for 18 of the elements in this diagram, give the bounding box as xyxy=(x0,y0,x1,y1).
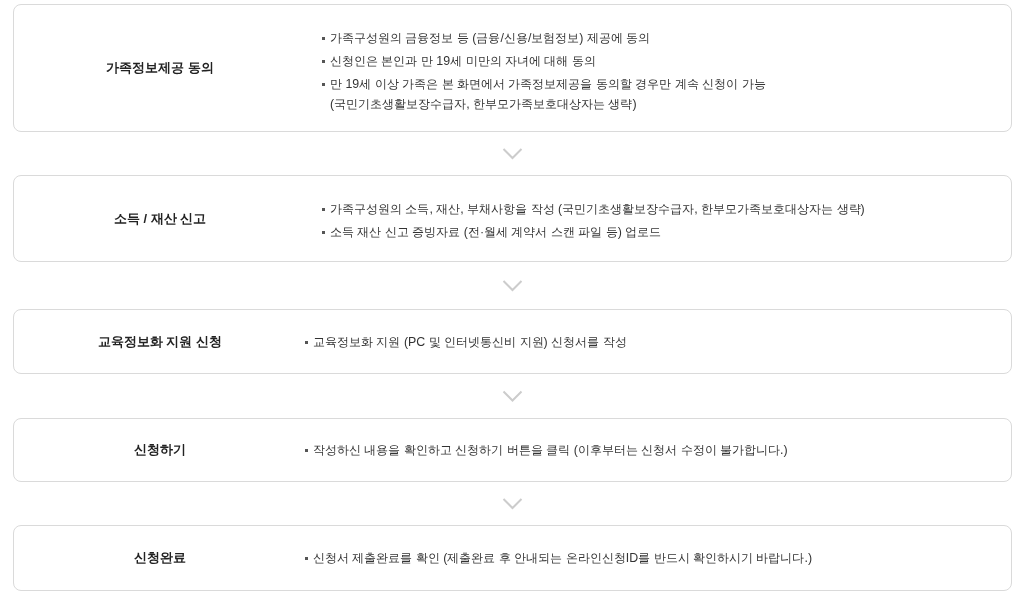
step-heading: 신청하기 xyxy=(134,441,186,459)
description-text: 가족구성원의 소득, 재산, 부채사항을 작성 (국민기초생활보장수급자, 한부모가족보호대상자는 생략) xyxy=(330,201,866,218)
description-text: 신청서 제출완료를 확인 (제출완료 후 안내되는 온라인신청ID를 반드시 확인하시기 바랍니다.) xyxy=(313,550,814,567)
description-text: 소득 재산 신고 증빙자료 (전·월세 계약서 스캔 파일 등) 업로드 xyxy=(330,224,663,241)
description-text: 신청인은 본인과 만 19세 미만의 자녀에 대해 동의 xyxy=(330,53,597,70)
description-text: 작성하신 내용을 확인하고 신청하기 버튼을 클릭 (이후부터는 신청서 수정이 불가합니다.) xyxy=(313,442,789,459)
step-box xyxy=(13,4,1012,132)
step-heading: 교육정보화 지원 신청 xyxy=(97,332,223,351)
description-text: 교육정보화 지원 (PC 및 인터넷통신비 지원) 신청서를 작성 xyxy=(313,333,628,351)
description-text: 가족구성원의 금융정보 등 (금융/신용/보험정보) 제공에 동의 xyxy=(330,30,652,47)
step-box xyxy=(13,525,1012,591)
step-box xyxy=(13,175,1012,262)
step-heading: 가족정보제공 동의 xyxy=(106,59,214,77)
step-heading: 소득 / 재산 신고 xyxy=(113,209,207,228)
step-box xyxy=(13,309,1012,374)
step-box xyxy=(13,418,1012,482)
step-heading: 신청완료 xyxy=(134,549,186,567)
description-text: 만 19세 이상 가족은 본 화면에서 가족정보제공을 동의할 경우만 계속 신청이 가능 (국민기초생활보장수급자, 한부모가족보호대상자는 생략) xyxy=(330,76,767,113)
